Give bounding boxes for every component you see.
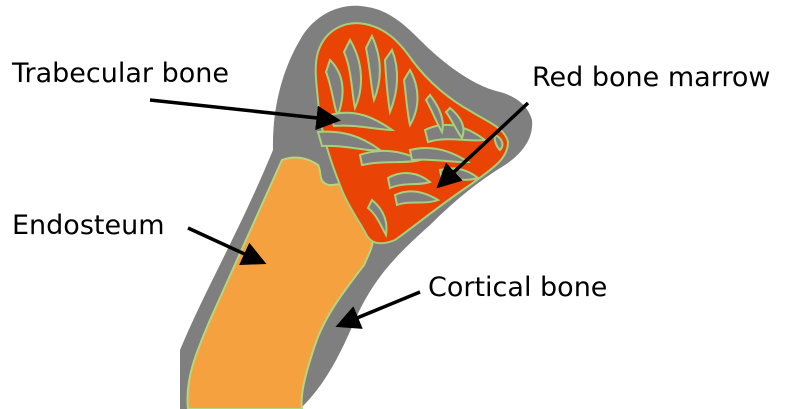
- label-red-bone-marrow: Red bone marrow: [532, 64, 770, 91]
- label-trabecular-bone: Trabecular bone: [12, 60, 229, 87]
- label-cortical-bone: Cortical bone: [428, 274, 607, 301]
- label-endosteum: Endosteum: [12, 212, 165, 239]
